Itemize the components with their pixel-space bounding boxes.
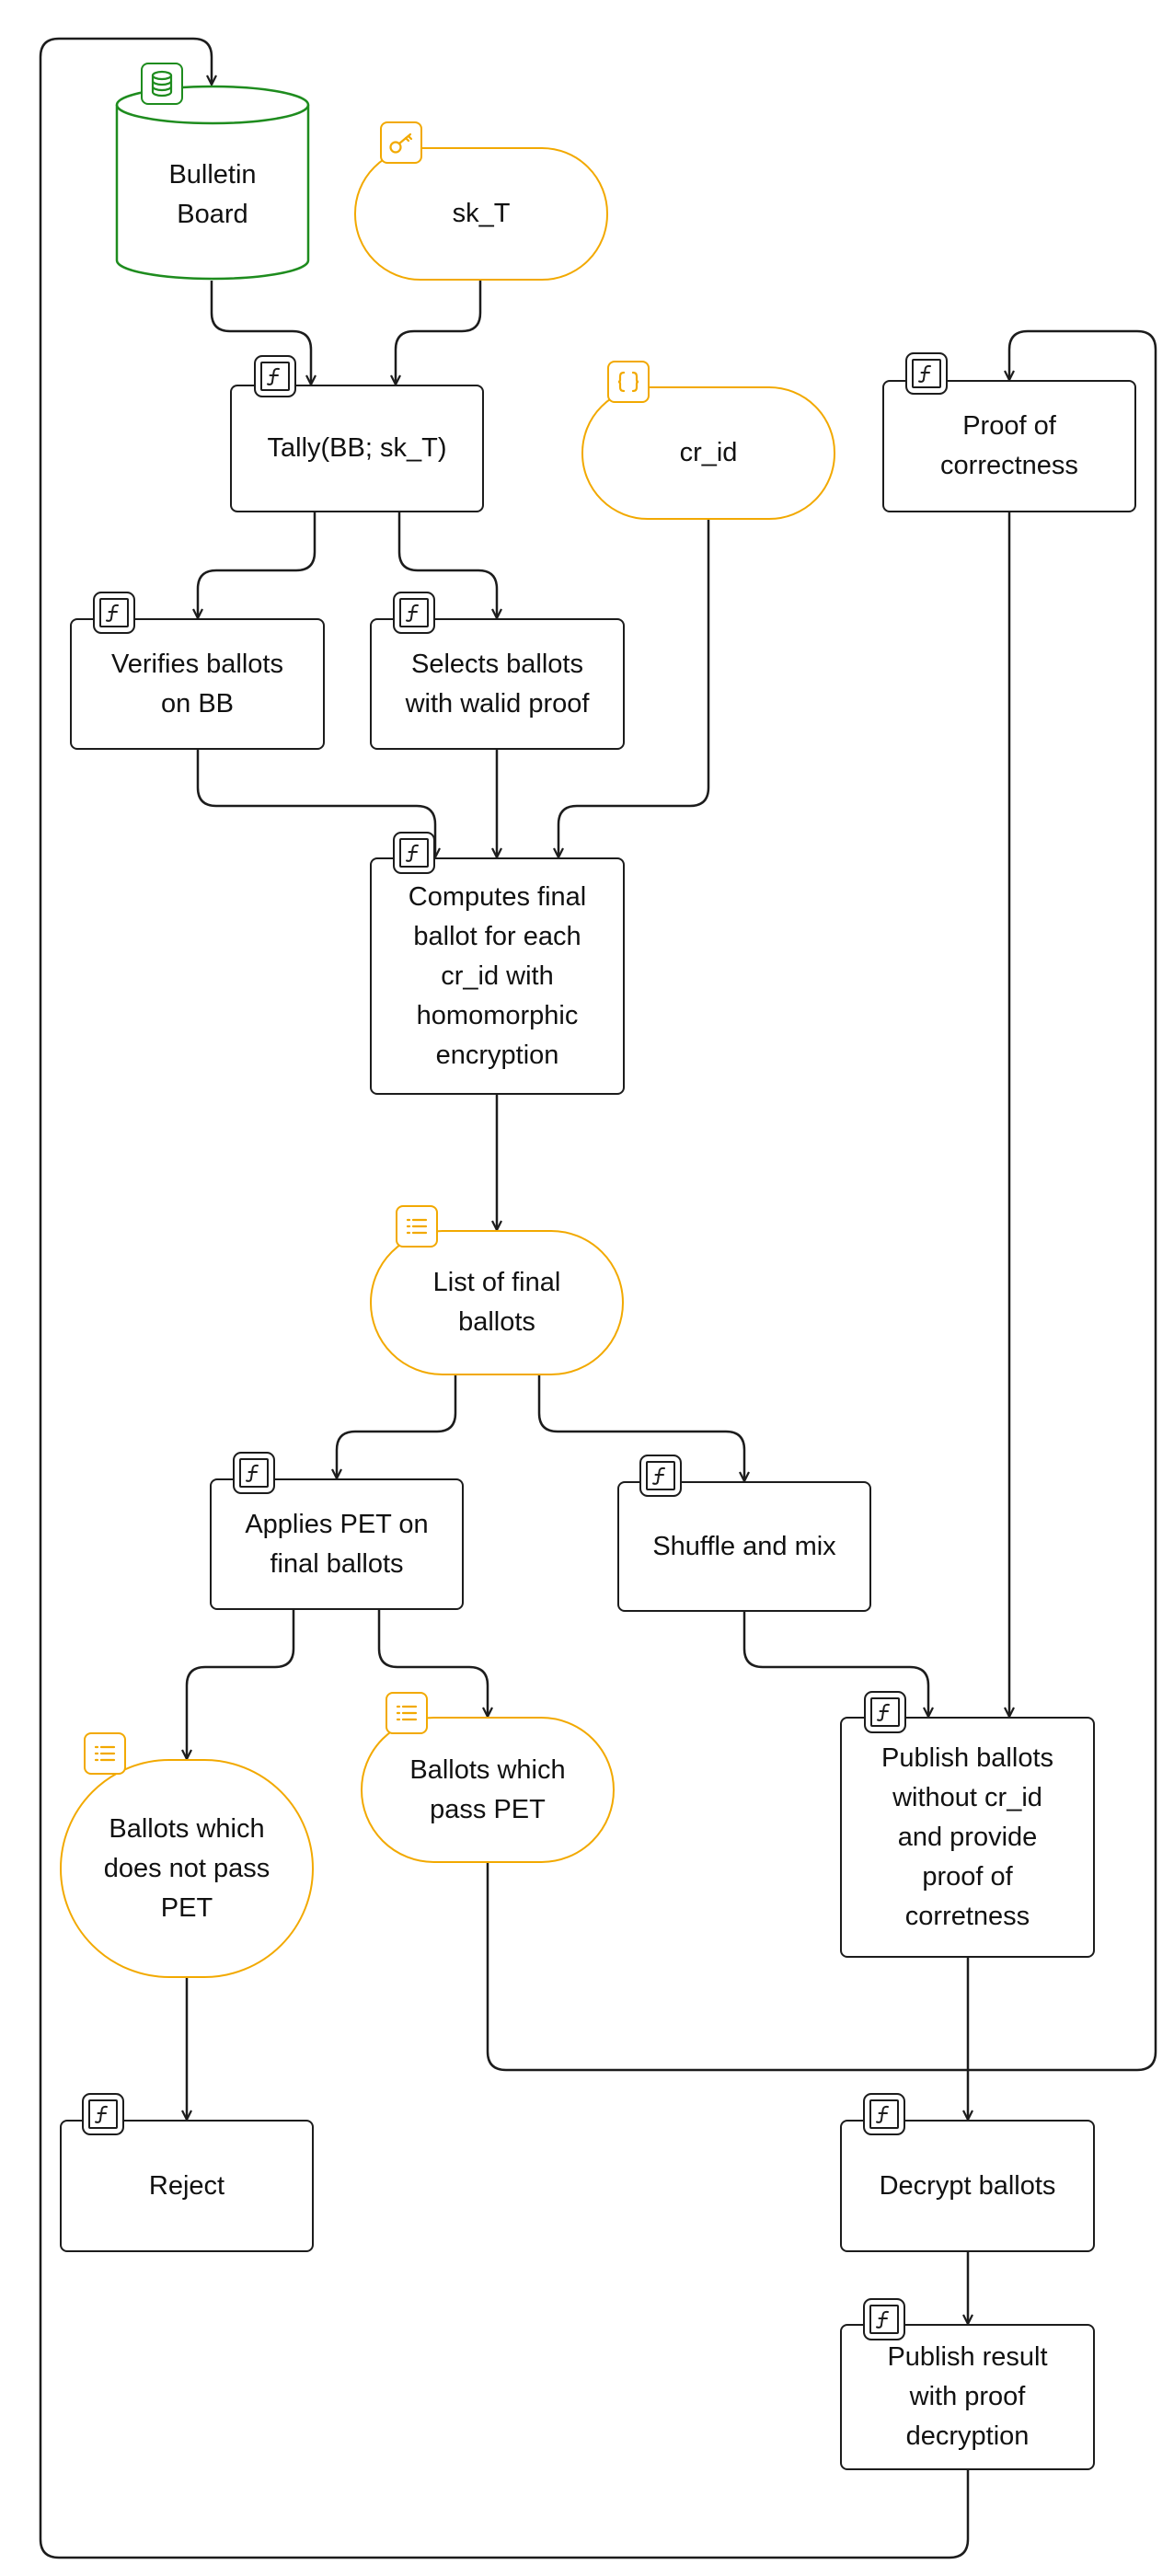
selects-ballots-label: Selects ballots with walid proof [405, 649, 590, 719]
computes-final-ballot-node[interactable]: Computes final ballot for each cr_id wit… [370, 857, 625, 1095]
edge-crid-to-computes [558, 520, 710, 857]
edge-skt-to-tally [396, 281, 482, 385]
function-icon [93, 592, 135, 634]
database-icon [141, 63, 183, 105]
function-icon [639, 1455, 682, 1497]
cylinder-shape [115, 85, 310, 281]
proof-of-correctness-node[interactable]: Proof of correctness [882, 380, 1136, 512]
ballots-not-pass-pet-label: Ballots which does not pass PET [103, 1813, 270, 1923]
applies-pet-label: Applies PET on final ballots [245, 1509, 429, 1579]
sk-t-label: sk_T [452, 199, 511, 228]
function-icon [864, 1691, 906, 1733]
function-icon [393, 592, 435, 634]
key-icon [380, 121, 422, 164]
list-of-final-ballots-label: List of final ballots [432, 1268, 561, 1337]
decrypt-ballots-label: Decrypt ballots [879, 2170, 1056, 2201]
function-icon [233, 1452, 275, 1494]
tally-node[interactable]: Tally(BB; sk_T) [230, 385, 484, 512]
list-icon [84, 1732, 126, 1775]
publish-result-node[interactable]: Publish result with proof decryption [840, 2324, 1095, 2470]
edge-bb-to-tally [210, 281, 311, 385]
shuffle-and-mix-label: Shuffle and mix [652, 1531, 836, 1561]
json-braces-icon [607, 361, 650, 403]
bulletin-board-label: Bulletin Board [168, 160, 257, 229]
proof-of-correctness-label: Proof of correctness [940, 411, 1078, 480]
verifies-ballots-label: Verifies ballots on BB [111, 649, 283, 719]
reject-node[interactable]: Reject [60, 2120, 314, 2252]
publish-ballots-node[interactable]: Publish ballots without cr_id and provid… [840, 1717, 1095, 1958]
edge-list-to-shuffle [537, 1375, 744, 1481]
publish-ballots-label: Publish ballots without cr_id and provid… [881, 1742, 1053, 1931]
ballots-pass-pet-label: Ballots which pass PET [409, 1754, 566, 1824]
function-icon [905, 352, 948, 395]
verifies-ballots-node[interactable]: Verifies ballots on BB [70, 618, 325, 750]
function-icon [82, 2093, 124, 2135]
ballots-not-pass-pet-node[interactable]: Ballots which does not pass PET [60, 1759, 314, 1978]
list-icon [396, 1205, 438, 1248]
cr-id-label: cr_id [679, 438, 738, 467]
edge-applies-to-notpass [187, 1610, 295, 1759]
edge-verifies-to-computes [196, 750, 435, 857]
list-icon [386, 1692, 428, 1734]
function-icon [254, 355, 296, 397]
edge-applies-to-pass [377, 1610, 488, 1717]
shuffle-and-mix-node[interactable]: Shuffle and mix [617, 1481, 871, 1612]
function-icon [863, 2093, 905, 2135]
publish-result-label: Publish result with proof decryption [887, 2342, 1048, 2451]
edge-tally-to-selects [397, 512, 497, 618]
cr-id-node[interactable]: cr_id [581, 386, 835, 520]
list-of-final-ballots-node[interactable]: List of final ballots [370, 1230, 624, 1375]
bulletin-board-node[interactable]: Bulletin Board [115, 85, 310, 281]
computes-final-ballot-label: Computes final ballot for each cr_id wit… [408, 881, 587, 1070]
edge-tally-to-verifies [198, 512, 317, 618]
decrypt-ballots-node[interactable]: Decrypt ballots [840, 2120, 1095, 2252]
edge-result-loop-to-bb [39, 37, 970, 2559]
ballots-pass-pet-node[interactable]: Ballots which pass PET [361, 1717, 615, 1863]
tally-label: Tally(BB; sk_T) [267, 433, 447, 463]
selects-ballots-node[interactable]: Selects ballots with walid proof [370, 618, 625, 750]
edge-list-to-applies [337, 1375, 457, 1478]
edge-pass-loop-to-proof [486, 329, 1157, 2072]
applies-pet-node[interactable]: Applies PET on final ballots [210, 1478, 464, 1610]
edge-shuffle-to-publish [742, 1612, 928, 1717]
function-icon [863, 2298, 905, 2340]
function-icon [393, 832, 435, 874]
sk-t-node[interactable]: sk_T [354, 147, 608, 281]
reject-label: Reject [148, 2170, 225, 2201]
